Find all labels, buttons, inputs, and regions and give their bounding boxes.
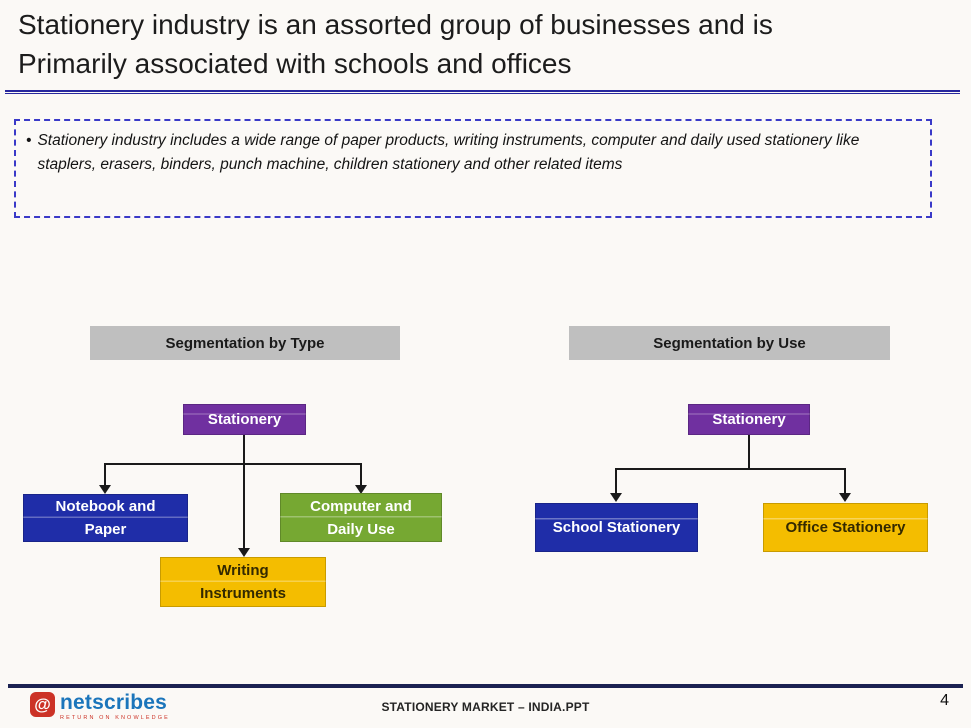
use-connector-horizontal [616,468,846,470]
type-node-notebook-and-paper: Notebook and Paper [23,494,188,542]
segmentation-by-use-header: Segmentation by Use [569,326,890,360]
arrow-down-icon [238,548,250,557]
callout-text: Stationery industry includes a wide rang… [37,132,860,173]
slide-title: Stationery industry is an assorted group… [18,5,948,83]
arrow-down-icon [99,485,111,494]
node-label-line: Paper [84,521,127,538]
type-connector-center-drop [243,435,245,549]
node-label-line: Instruments [200,585,286,602]
netscribes-logo-text: netscribes [60,691,168,714]
use-node-school-stationery: School Stationery [535,503,698,552]
arrow-down-icon [610,493,622,502]
page-number: 4 [940,692,949,709]
title-underline [5,90,960,94]
node-label-line: Writing [217,562,269,579]
use-connector-left-drop [615,468,617,494]
type-connector-right-drop [360,463,362,486]
type-node-computer-and-daily-use: Computer and Daily Use [280,493,442,542]
slide-title-line1: Stationery industry is an assorted group… [18,9,773,40]
node-label-line: Notebook and [55,498,156,515]
use-node-office-stationery: Office Stationery [763,503,928,552]
netscribes-logo-tagline: RETURN ON KNOWLEDGE [60,715,170,721]
node-label-line: Computer and [310,497,412,515]
footer-divider-bar [8,684,963,688]
type-connector-horizontal [105,463,362,465]
use-root-stationery: Stationery [688,404,810,435]
netscribes-logo-icon: @ [30,692,55,717]
bullet-marker: • [26,132,32,149]
use-connector-right-drop [844,468,846,494]
callout-box: • Stationery industry includes a wide ra… [14,119,932,218]
netscribes-logo: @ netscribes RETURN ON KNOWLEDGE [30,692,170,721]
node-label-line: Daily Use [327,520,395,538]
arrow-down-icon [355,485,367,494]
segmentation-by-type-header: Segmentation by Type [90,326,400,360]
type-root-stationery: Stationery [183,404,306,435]
footer-doc-title: STATIONERY MARKET – INDIA.PPT [381,700,590,714]
type-connector-left-drop [104,463,106,486]
arrow-down-icon [839,493,851,502]
type-node-writing-instruments: Writing Instruments [160,557,326,607]
slide-title-line2: Primarily associated with schools and of… [18,48,572,79]
use-connector-center-drop [748,435,750,469]
